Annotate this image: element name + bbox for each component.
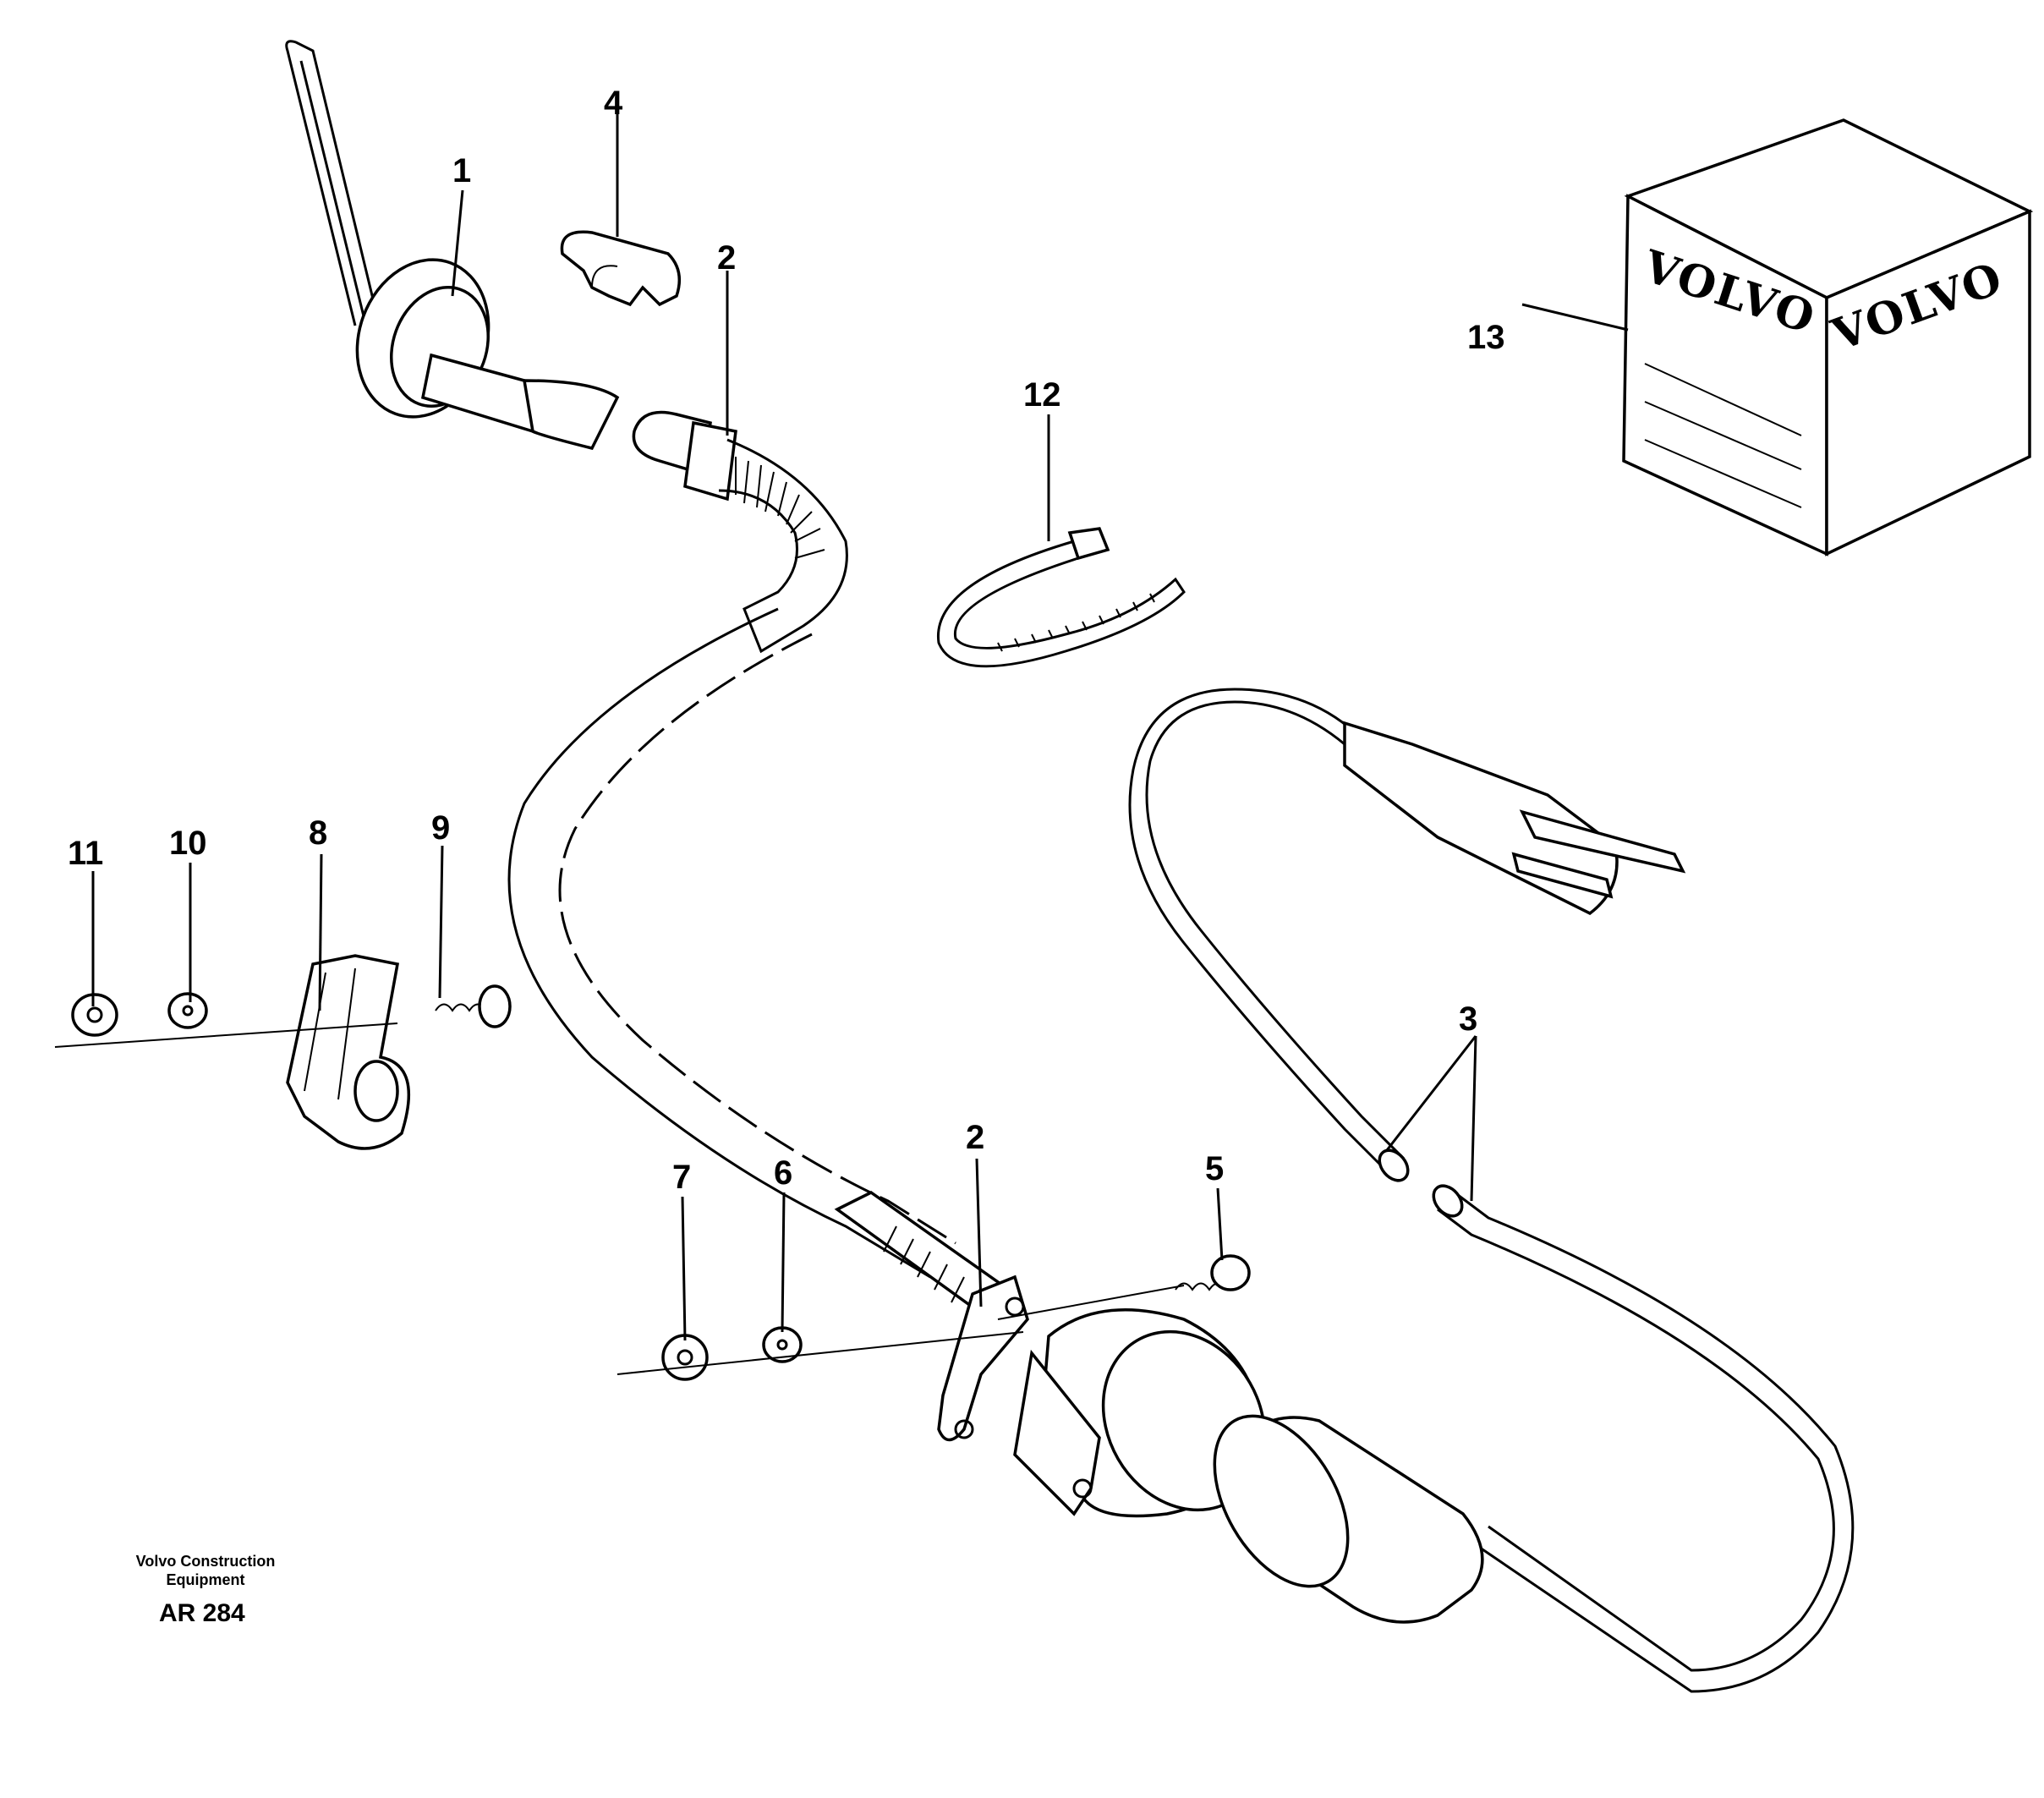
leader-lines [91, 114, 1629, 1341]
caption-line-1: Volvo Construction [136, 1553, 276, 1570]
label-item-5: 5 [1205, 1150, 1224, 1187]
label-item-9: 9 [431, 809, 450, 847]
label-item-7: 7 [672, 1159, 691, 1196]
heater-element [285, 40, 620, 451]
label-item-1: 1 [452, 152, 471, 189]
label-item-12: 12 [1023, 376, 1061, 414]
sleeve [560, 230, 682, 307]
cable-tie [936, 527, 1186, 668]
label-item-3: 3 [1459, 1000, 1477, 1038]
clamp-assembly [71, 954, 512, 1150]
label-item-4: 4 [604, 85, 623, 122]
socket-assembly [834, 1190, 1267, 1518]
label-item-6: 6 [774, 1154, 792, 1192]
hose-long [507, 607, 956, 1279]
assembly-lines [54, 1022, 1185, 1375]
label-item-2-upper: 2 [717, 239, 736, 277]
label-item-10: 10 [169, 825, 207, 862]
power-cord [1128, 688, 1855, 1693]
caption: Volvo Construction Equipment AR 284 [136, 1553, 276, 1627]
label-item-11: 11 [68, 835, 103, 872]
drawing-code: AR 284 [159, 1599, 245, 1627]
product-box: VOLVO VOLVO [1622, 118, 2034, 556]
label-item-8: 8 [309, 814, 327, 852]
label-item-13: 13 [1467, 319, 1505, 356]
label-item-2-lower: 2 [966, 1119, 984, 1156]
caption-line-2: Equipment [167, 1571, 245, 1588]
item-labels: 1 4 2 12 13 11 10 8 9 3 2 5 7 6 [68, 85, 1505, 1196]
hose-upper [632, 410, 848, 654]
